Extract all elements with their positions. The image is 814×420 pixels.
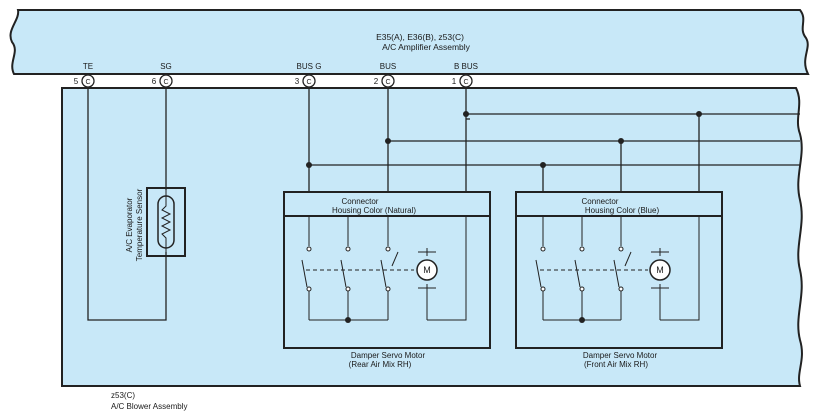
- sensor-box: [146, 187, 186, 257]
- front-connector-line2: Housing Color (Blue): [585, 206, 660, 215]
- pin-number-3: 3: [295, 77, 300, 86]
- thermistor-zigzag: [160, 190, 172, 252]
- pin-letter-sg: C: [163, 79, 168, 86]
- amplifier-panel: [9, 9, 810, 75]
- front-connector-line1: Connector: [582, 197, 619, 206]
- junction-dot: [385, 138, 391, 144]
- amplifier-name: A/C Amplifier Assembly: [382, 42, 471, 52]
- pin-name-b-bus: B BUS: [454, 62, 478, 71]
- pin-letter-b-bus: C: [463, 79, 468, 86]
- pin-number-6: 6: [152, 77, 157, 86]
- junction-dot: [306, 162, 312, 168]
- pin-number-5: 5: [74, 77, 79, 86]
- junction-dot: [579, 317, 585, 323]
- junction-dot: [463, 111, 469, 117]
- wire-te: [87, 87, 167, 321]
- amplifier-id: E35(A), E36(B), z53(C): [376, 32, 464, 42]
- rear-connector-line2: Housing Color (Natural): [332, 206, 416, 215]
- sensor-label-line1: A/C Evaporator: [125, 197, 134, 252]
- pin-name-te: TE: [83, 62, 93, 71]
- blower-id: z53(C): [111, 391, 135, 400]
- pin-letter-bus: C: [385, 79, 390, 86]
- pin-name-sg: SG: [160, 62, 172, 71]
- blower-name: A/C Blower Assembly: [111, 402, 187, 411]
- rear-connector-line1: Connector: [342, 197, 379, 206]
- rear-motor-line1: Damper Servo Motor: [351, 351, 426, 360]
- pin-name-bus-g: BUS G: [297, 62, 322, 71]
- pin-letter-te: C: [85, 79, 90, 86]
- front-motor-letter: M: [656, 265, 664, 275]
- pin-number-1: 1: [452, 77, 457, 86]
- front-motor-symbol: [649, 216, 700, 321]
- rear-motor-line2: (Rear Air Mix RH): [349, 360, 412, 369]
- front-motor-box: [515, 191, 723, 349]
- junction-dot: [345, 317, 351, 323]
- sensor-label-line2: Temperature Sensor: [135, 188, 144, 261]
- front-motor-line1: Damper Servo Motor: [583, 351, 658, 360]
- rear-switch-group: [301, 216, 414, 321]
- front-motor-line2: (Front Air Mix RH): [584, 360, 648, 369]
- rear-motor-letter: M: [423, 265, 431, 275]
- pin-name-bus: BUS: [380, 62, 396, 71]
- pin-letter-bus-g: C: [306, 79, 311, 86]
- pin-number-2: 2: [374, 77, 379, 86]
- rear-motor-box: [283, 191, 491, 349]
- blower-panel: [61, 87, 803, 387]
- rear-motor-symbol: [416, 216, 467, 321]
